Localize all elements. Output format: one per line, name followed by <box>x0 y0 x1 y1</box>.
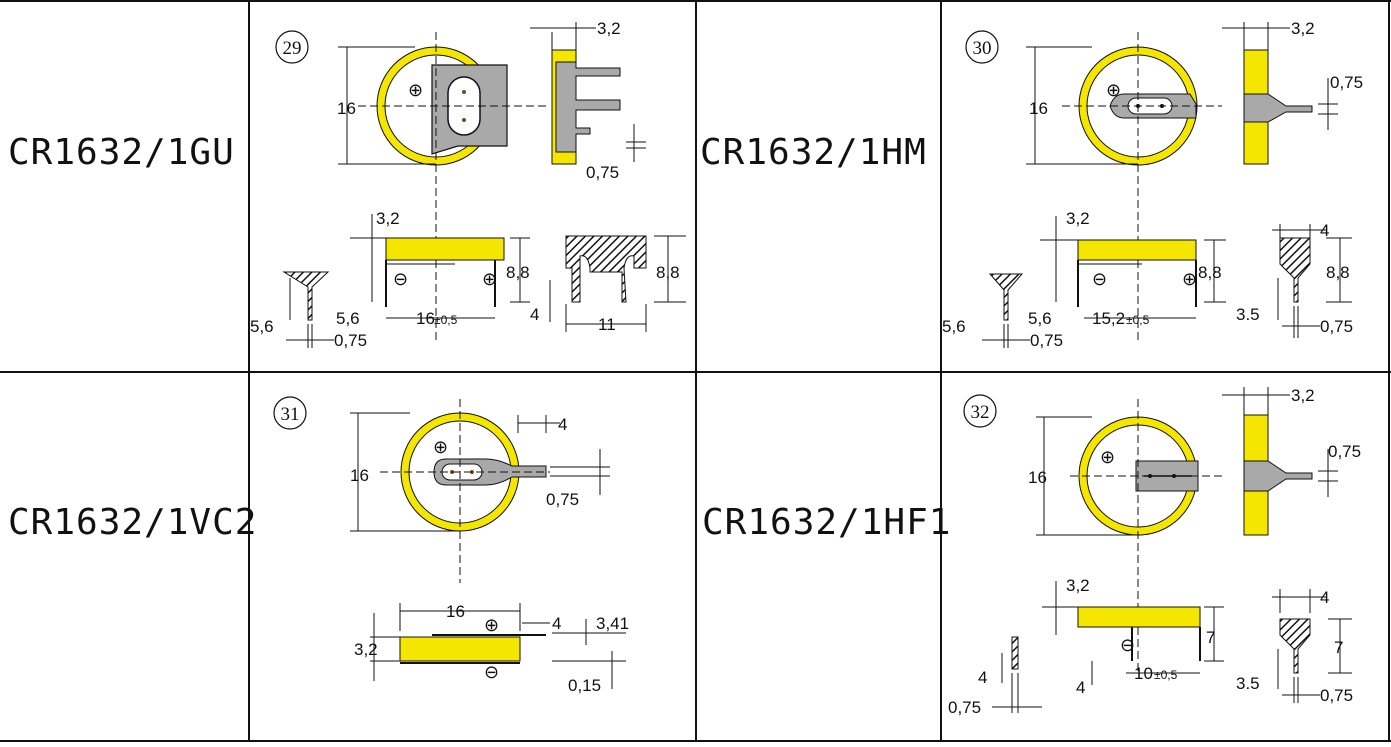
model-label-30: CR1632/1HM <box>700 132 927 173</box>
svg-text:⊕: ⊕ <box>1106 80 1121 100</box>
svg-text:10: 10 <box>1134 664 1153 683</box>
battery-side-view <box>530 22 621 165</box>
svg-text:±0,5: ±0,5 <box>1126 313 1150 327</box>
figure-number-badge: 31 <box>273 396 307 430</box>
svg-text:29: 29 <box>283 38 302 59</box>
svg-text:0,75: 0,75 <box>334 331 367 350</box>
svg-text:3,2: 3,2 <box>354 640 378 659</box>
battery-side-view: ⊕ ⊖ <box>399 615 546 682</box>
svg-text:±0,5: ±0,5 <box>1154 668 1178 682</box>
svg-text:16: 16 <box>446 602 465 621</box>
svg-text:⊖: ⊖ <box>1092 269 1107 289</box>
svg-text:4: 4 <box>558 415 567 434</box>
svg-text:3.5: 3.5 <box>1236 305 1260 324</box>
svg-text:16: 16 <box>1029 99 1048 118</box>
svg-text:4: 4 <box>1076 678 1085 697</box>
svg-text:3,2: 3,2 <box>1066 576 1090 595</box>
svg-text:5,6: 5,6 <box>336 309 360 328</box>
svg-text:7: 7 <box>1334 638 1343 657</box>
svg-text:3,2: 3,2 <box>376 209 400 228</box>
svg-text:16: 16 <box>337 99 356 118</box>
battery-top-view: ⊕ <box>358 32 550 342</box>
svg-text:8,8: 8,8 <box>506 263 530 282</box>
plus-symbol-29: ⊕ <box>408 80 423 100</box>
svg-text:0,75: 0,75 <box>1030 331 1063 350</box>
svg-text:4: 4 <box>978 668 987 687</box>
svg-text:3,2: 3,2 <box>597 19 621 38</box>
svg-text:11: 11 <box>598 315 616 334</box>
svg-text:30: 30 <box>973 38 992 59</box>
figure-number-badge: 30 <box>965 30 999 64</box>
svg-text:⊕: ⊕ <box>484 615 499 635</box>
drawing-29: 29 ⊕ 16 3,2 <box>250 19 686 350</box>
svg-text:8,8: 8,8 <box>1326 263 1350 282</box>
svg-text:0,15: 0,15 <box>568 676 601 695</box>
battery-front-view: ⊖ ⊕ <box>385 237 505 307</box>
svg-text:±0,5: ±0,5 <box>434 313 458 327</box>
svg-text:0,75: 0,75 <box>1320 317 1353 336</box>
svg-text:16: 16 <box>1028 468 1047 487</box>
figure-number-badge: 29 <box>275 30 309 64</box>
drawing-30: 30 ⊕ 16 3,2 0,75 <box>942 19 1363 350</box>
model-label-29: CR1632/1GU <box>8 132 235 173</box>
drawing-32: 32 ⊕ 16 3,2 0,75 ⊖ <box>948 386 1361 717</box>
battery-top-view: ⊕ <box>1070 399 1222 673</box>
svg-text:⊖: ⊖ <box>484 662 499 682</box>
svg-text:31: 31 <box>281 404 300 425</box>
svg-text:3,2: 3,2 <box>1291 386 1315 405</box>
svg-text:⊕: ⊕ <box>1182 269 1197 289</box>
svg-text:16: 16 <box>416 309 435 328</box>
svg-text:8,8: 8,8 <box>1198 263 1222 282</box>
svg-text:⊖: ⊖ <box>393 269 408 289</box>
svg-text:32: 32 <box>971 402 990 423</box>
battery-top-view: ⊕ <box>1062 32 1222 342</box>
svg-text:0,75: 0,75 <box>1328 442 1361 461</box>
battery-top-view: ⊕ <box>380 399 550 583</box>
model-label-32: CR1632/1HF1 <box>702 502 952 543</box>
figure-number-badge: 32 <box>963 394 997 428</box>
drawing-31: 31 ⊕ 16 4 0,75 ⊕ <box>273 396 629 695</box>
svg-text:⊕: ⊕ <box>482 269 497 289</box>
svg-text:0,75: 0,75 <box>586 163 619 182</box>
svg-text:0,75: 0,75 <box>1330 73 1363 92</box>
svg-text:⊕: ⊕ <box>433 437 448 457</box>
svg-text:⊕: ⊕ <box>1100 447 1115 467</box>
svg-text:8,8: 8,8 <box>656 263 680 282</box>
svg-text:5,6: 5,6 <box>1028 309 1052 328</box>
svg-text:3,2: 3,2 <box>1291 19 1315 38</box>
svg-text:16: 16 <box>350 466 369 485</box>
svg-text:3,41: 3,41 <box>596 614 629 633</box>
svg-text:3,2: 3,2 <box>1066 209 1090 228</box>
svg-text:0,75: 0,75 <box>546 490 579 509</box>
svg-text:0,75: 0,75 <box>1320 686 1353 705</box>
svg-text:15,2: 15,2 <box>1092 309 1125 328</box>
svg-text:5,6: 5,6 <box>942 317 966 336</box>
svg-text:4: 4 <box>530 305 539 324</box>
svg-text:4: 4 <box>552 614 561 633</box>
svg-text:0,75: 0,75 <box>948 698 981 717</box>
svg-text:⊖: ⊖ <box>1120 635 1135 655</box>
svg-text:4: 4 <box>1320 588 1329 607</box>
svg-text:5,6: 5,6 <box>250 317 274 336</box>
svg-text:3.5: 3.5 <box>1236 674 1260 693</box>
svg-text:7: 7 <box>1206 628 1215 647</box>
svg-text:4: 4 <box>1320 221 1329 240</box>
model-label-31: CR1632/1VC2 <box>8 502 258 543</box>
